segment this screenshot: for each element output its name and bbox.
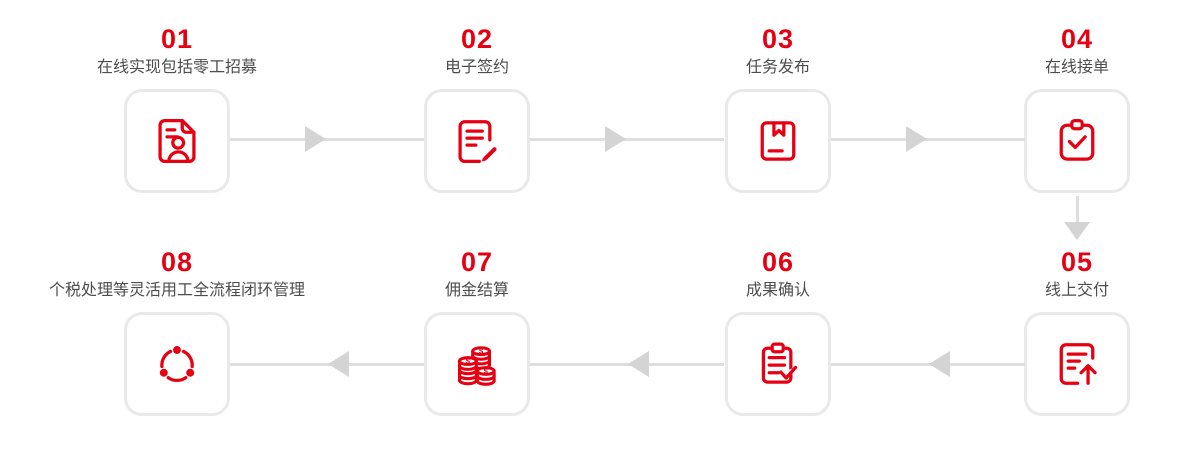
arrow-line	[230, 138, 424, 141]
arrow-right-icon	[906, 126, 927, 152]
connector-arrow-02-03	[530, 126, 724, 154]
process-step-02: 02 电子签约	[327, 24, 627, 193]
step-number: 01	[160, 24, 194, 54]
online-delivery-icon	[1059, 343, 1097, 385]
task-publish-icon	[760, 121, 796, 161]
step-number: 03	[761, 24, 795, 54]
arrow-line	[831, 363, 1025, 366]
connector-arrow-06-07	[530, 351, 724, 379]
process-step-06: 06 成果确认	[628, 247, 928, 416]
connector-arrow-05-06	[831, 351, 1025, 379]
step-number: 08	[160, 247, 194, 277]
step-number: 05	[1060, 247, 1094, 277]
step-icon-box	[1024, 89, 1130, 193]
process-step-08: 08 个税处理等灵活用工全流程闭环管理	[27, 247, 327, 416]
step-label: 电子签约	[444, 59, 509, 76]
resume-document-icon	[158, 118, 196, 164]
connector-arrow-01-02	[230, 126, 424, 154]
step-number: 07	[460, 247, 494, 277]
step-icon-box	[1024, 312, 1130, 416]
step-label: 成果确认	[745, 282, 810, 299]
connector-arrow-03-04	[831, 126, 1025, 154]
arrow-right-icon	[605, 126, 626, 152]
step-label: 在线接单	[1044, 59, 1109, 76]
step-icon-box	[725, 89, 831, 193]
step-icon-box	[424, 89, 530, 193]
arrow-line	[530, 138, 724, 141]
process-step-05: 05 线上交付	[927, 247, 1199, 416]
step-label: 个税处理等灵活用工全流程闭环管理	[48, 282, 305, 299]
commission-coins-icon: $ $ $	[457, 346, 496, 386]
arrow-left-icon	[328, 351, 349, 377]
step-label: 佣金结算	[444, 282, 509, 299]
arrow-line	[1076, 196, 1079, 223]
arrow-line	[230, 363, 424, 366]
svg-text:$: $	[466, 357, 471, 366]
step-icon-box	[124, 312, 230, 416]
arrow-left-icon	[929, 351, 950, 377]
step-icon-box	[124, 89, 230, 193]
connector-arrow-04-05	[1064, 196, 1090, 241]
step-number: 06	[761, 247, 795, 277]
step-icon-box	[725, 312, 831, 416]
contract-sign-icon	[458, 120, 497, 164]
arrow-right-icon	[305, 126, 326, 152]
connector-arrow-07-08	[230, 351, 424, 379]
process-step-04: 04 在线接单	[927, 24, 1199, 193]
step-label: 线上交付	[1044, 282, 1109, 299]
closed-loop-cycle-icon	[159, 346, 195, 383]
step-icon-box: $ $ $	[424, 312, 530, 416]
order-accept-icon	[1059, 118, 1095, 161]
process-step-07: 07 佣金结算 $ $	[327, 247, 627, 416]
step-number: 04	[1060, 24, 1094, 54]
arrow-left-icon	[628, 351, 649, 377]
svg-text:$: $	[479, 347, 484, 356]
step-number: 02	[460, 24, 494, 54]
svg-text:$: $	[484, 367, 489, 376]
step-label: 任务发布	[745, 59, 810, 76]
process-step-01: 01 在线实现包括零工招募	[27, 24, 327, 193]
step-label: 在线实现包括零工招募	[96, 59, 257, 76]
arrow-line	[530, 363, 724, 366]
arrow-line	[831, 138, 1025, 141]
result-confirm-icon	[761, 342, 798, 384]
arrow-down-icon	[1064, 222, 1090, 240]
process-step-03: 03 任务发布	[628, 24, 928, 193]
